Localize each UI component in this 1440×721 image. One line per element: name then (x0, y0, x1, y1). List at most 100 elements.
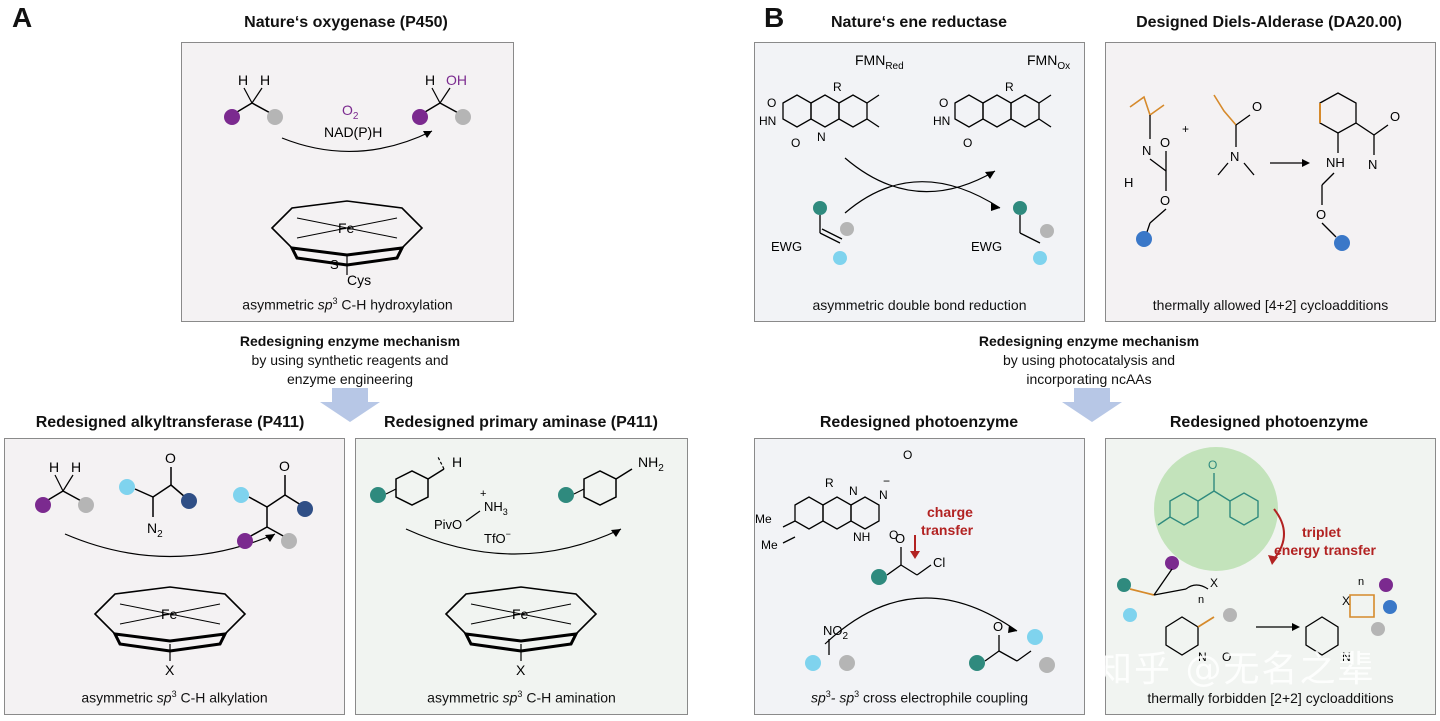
teal-ball (1013, 201, 1027, 215)
flavin-structure: R N NH N − O O Me Me (755, 448, 912, 552)
amination-caption: asymmetric sp3 C-H amination (427, 689, 616, 706)
o-label: O (1160, 135, 1170, 150)
h-label: H (452, 454, 462, 470)
purple-ball (1165, 556, 1179, 570)
n2-label: N2 (147, 520, 163, 540)
oh-label: OH (446, 72, 467, 88)
r-label: R (833, 80, 842, 94)
porphyrin-fe: Fe X (444, 586, 598, 678)
nh3-label: NH3 (484, 499, 508, 517)
h-label: H (49, 459, 59, 475)
cross-coupling-caption: sp3- sp3 cross electrophile coupling (810, 689, 1029, 706)
photoenzyme-title-2: Redesigned photoenzyme (1169, 414, 1369, 431)
fmn-red-structure: R O O HN N (759, 80, 880, 150)
ewg-label: EWG (971, 239, 1002, 254)
diels-alder-caption: thermally allowed [4+2] cycloadditions (1152, 297, 1389, 313)
h-label: H (1124, 175, 1133, 190)
plus-charge: + (480, 488, 486, 500)
porphyrin-fe: Fe X (93, 586, 247, 678)
reduction-arrow (844, 181, 1001, 214)
teal-ball (813, 201, 827, 215)
n-label: N (879, 488, 888, 502)
o-label: O (895, 531, 905, 546)
alkylation-caption: asymmetric sp3 C-H alkylation (81, 689, 268, 706)
oxygenase-caption: asymmetric sp3 C-H hydroxylation (242, 296, 453, 313)
alkyltransferase-box: H H O N2 O Fe X (4, 438, 345, 715)
cys-label: Cys (347, 272, 371, 288)
gray-ball (78, 497, 94, 513)
n-label: N (849, 484, 858, 498)
o-label: O (791, 136, 800, 150)
aminase-box: H NH3 + PivO TfO− NH2 Fe X asymmetric sp… (355, 438, 688, 715)
porphyrin-fe: Fe S Cys (270, 200, 424, 288)
r-label: R (1005, 80, 1014, 94)
energy-transfer-arrow (1273, 508, 1285, 560)
photosensitizer-glow (1154, 447, 1278, 571)
cross-coupling-scheme: R N NH N − O O Me Me charge transfer O C… (755, 448, 1055, 673)
nh-label: NH (853, 530, 870, 544)
purple-ball (35, 497, 51, 513)
oxygenase-scheme: H H O2 NAD(P)H H OH Fe S Cys (224, 72, 471, 288)
down-arrow-b (1062, 388, 1122, 422)
h-label: H (238, 72, 248, 88)
n-label: N (817, 130, 826, 144)
charge-transfer-label: charge (927, 504, 973, 520)
alkylation-scheme: H H O N2 O Fe X (35, 450, 313, 678)
diels-alderase-box: N H O O + O N O N NH O thermally allowed (1105, 42, 1436, 322)
triplet-label: energy transfer (1274, 542, 1376, 558)
cyclohexene-ring (1319, 92, 1357, 134)
minus-charge: − (883, 474, 890, 488)
fmn-red-label: FMNRed (855, 52, 904, 72)
teal-ball (969, 655, 985, 671)
fmn-ox-label: FMNOx (1027, 52, 1070, 72)
me-label: Me (755, 512, 772, 526)
gray-ball (1040, 224, 1054, 238)
reaction-arrow (405, 528, 622, 555)
ewg-label: EWG (771, 239, 802, 254)
gray-ball (455, 109, 471, 125)
photoenzyme-box-1: R N NH N − O O Me Me charge transfer O C… (754, 438, 1085, 715)
charge-transfer-label: transfer (921, 522, 974, 538)
o-label: O (1252, 99, 1262, 114)
diels-alder-scheme: N H O O + O N O N NH O (1124, 92, 1400, 251)
teal-ball (558, 487, 574, 503)
lightblue-ball (1027, 629, 1043, 645)
n-label: N (1230, 149, 1239, 164)
h-label: H (71, 459, 81, 475)
o-label: O (1316, 207, 1326, 222)
diels-alderase-title: Designed Diels-Alderase (DA20.00) (1136, 14, 1402, 31)
teal-ball (370, 487, 386, 503)
lightblue-ball (119, 479, 135, 495)
gray-ball (281, 533, 297, 549)
plus-sign: + (1182, 122, 1189, 136)
nh2-label: NH2 (638, 454, 664, 474)
navy-ball (297, 501, 313, 517)
blue-ball (1383, 600, 1397, 614)
dienophile (1213, 94, 1237, 126)
down-arrow-a (320, 388, 380, 422)
n-label: N (1368, 157, 1377, 172)
nh-label: NH (1326, 155, 1345, 170)
purple-ball (237, 533, 253, 549)
x-label: X (165, 662, 175, 678)
ene-reduction-caption: asymmetric double bond reduction (812, 297, 1027, 313)
pivo-label: PivO (434, 517, 462, 532)
gray-ball (1039, 657, 1055, 673)
hn-label: HN (759, 114, 776, 128)
lightblue-ball (805, 655, 821, 671)
ene-reduction-scheme: FMNRed R O O HN N FMNOx R O O HN (759, 52, 1070, 265)
photoenzyme-title-1: Redesigned photoenzyme (819, 414, 1019, 431)
diene (1129, 95, 1165, 117)
gray-ball (1223, 608, 1237, 622)
lightblue-ball (1033, 251, 1047, 265)
ene-reductase-title: Nature‘s ene reductase (830, 14, 1008, 31)
fmn-ox-structure: R O O HN (933, 80, 1052, 150)
o-label: O (1222, 650, 1231, 664)
alkyltransferase-title: Redesigned alkyltransferase (P411) (35, 414, 305, 431)
aminase-title: Redesigned primary aminase (P411) (384, 414, 658, 431)
tfo-label: TfO− (484, 529, 511, 546)
o-label: O (993, 619, 1003, 634)
cofactor-arrow (844, 157, 996, 193)
x-label: X (1342, 594, 1350, 608)
photoenzyme-box-2: O triplet energy transfer n X N O X n N (1105, 438, 1436, 715)
